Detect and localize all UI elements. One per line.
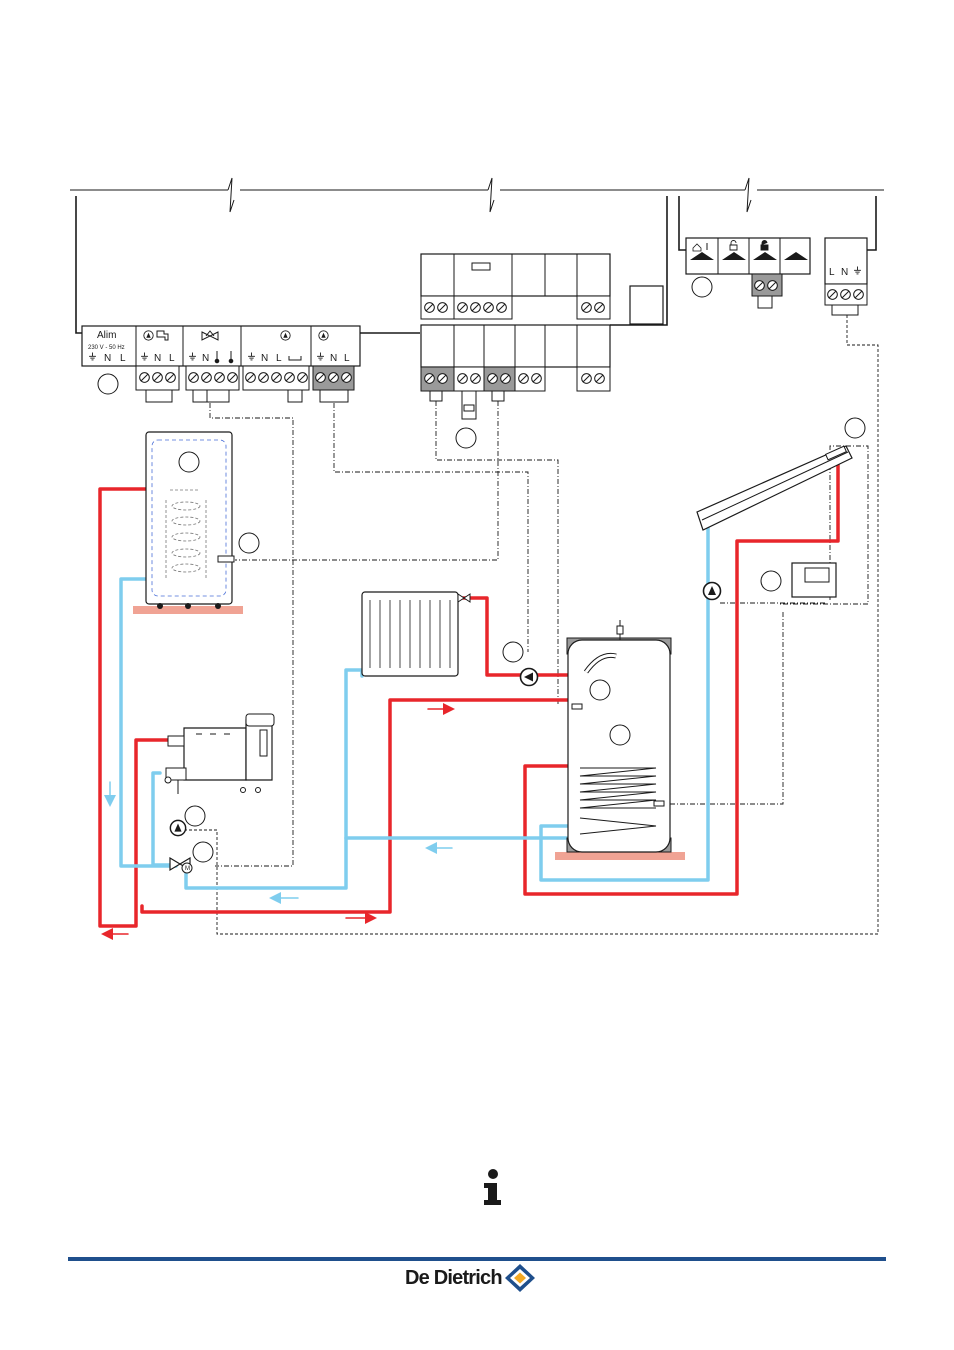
lock-icon [730,241,737,250]
terminal-l: L [120,353,126,364]
terminal-n: N [154,353,161,364]
three-way-valve-icon: M [170,858,192,873]
room-unit-block: L N [686,238,867,315]
callout-marker [590,680,610,700]
alim-voltage: 230 V - 50 Hz [88,345,125,351]
callout-marker [185,806,205,826]
terminal-n: N [330,353,337,364]
pump-icon [281,331,290,340]
brand-logo: De Dietrich [405,1263,537,1293]
callout-marker [845,418,865,438]
callout-marker [692,277,712,297]
bus-connector-icon [472,263,490,270]
pump-icon [144,331,153,340]
terminal-n: N [202,353,209,364]
callout-marker [193,842,213,862]
terminal-l: L [276,353,282,364]
lock-icon [761,241,768,250]
callout-marker [503,642,523,662]
terminal-l: L [169,353,175,364]
callout-marker [610,725,630,745]
info-icon [476,1168,508,1208]
solar-buffer-tank [555,620,685,860]
pump-icon [319,331,328,340]
callout-marker [98,374,118,394]
callout-marker [239,533,259,553]
pump-icon [704,583,721,600]
terminal-block-left: Alim 230 V - 50 Hz N L N L N N L N L [82,326,360,402]
supply-n: N [841,267,848,278]
alim-label: Alim [97,330,116,341]
pump-icon [521,669,538,686]
terminal-l: L [344,353,350,364]
radiator [362,592,470,676]
svg-text:M: M [185,866,190,872]
footer-rule [68,1258,886,1261]
center-module [421,254,663,448]
terminal-n: N [261,353,268,364]
solar-collector [697,418,865,530]
supply-l: L [829,267,835,278]
callout-marker [456,428,476,448]
control-wiring [186,315,878,934]
boiler [165,714,274,794]
callout-marker [179,452,199,472]
dhw-tank [133,432,259,614]
pump-icon [170,820,185,835]
terminal-n: N [104,353,111,364]
fuse-box [630,286,663,324]
callout-marker [761,571,781,591]
solar-controller [761,563,836,597]
brand-mark-icon [503,1263,537,1293]
brand-name: De Dietrich [405,1267,502,1290]
